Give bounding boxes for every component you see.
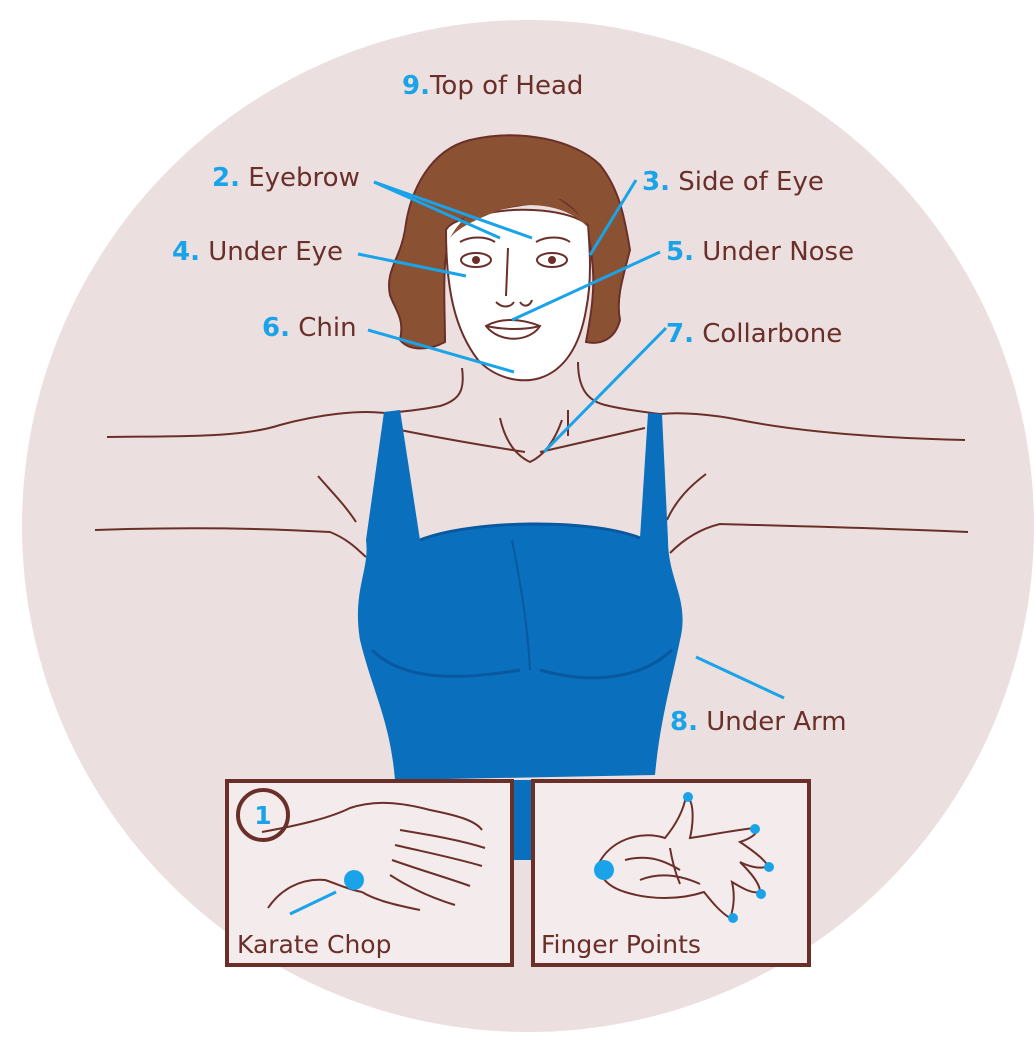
finger-point-wrist	[594, 860, 614, 880]
finger-point-ring	[756, 889, 766, 899]
label-collarbone: 7. Collarbone	[666, 319, 842, 349]
label-top-of-head-text: Top of Head	[429, 71, 583, 101]
karate-chop-caption: Karate Chop	[237, 930, 391, 959]
label-side-of-eye-text: Side of Eye	[670, 167, 824, 197]
label-under-nose: 5. Under Nose	[666, 237, 854, 267]
label-collarbone-text: Collarbone	[694, 319, 842, 349]
label-side-of-eye-number: 3.	[642, 167, 670, 197]
label-under-nose-text: Under Nose	[694, 237, 854, 267]
label-collarbone-number: 7.	[666, 319, 694, 349]
label-top-of-head-number: 9.	[402, 71, 430, 101]
finger-point-little	[728, 913, 738, 923]
label-chin-text: Chin	[290, 313, 357, 343]
right-pupil	[548, 256, 556, 264]
label-eyebrow: 2. Eyebrow	[212, 163, 360, 193]
label-chin-number: 6.	[262, 313, 290, 343]
label-under-arm-text: Under Arm	[698, 707, 847, 737]
label-under-eye-text: Under Eye	[200, 237, 343, 267]
label-chin: 6. Chin	[262, 313, 357, 343]
label-under-arm: 8. Under Arm	[670, 707, 847, 737]
karate-chop-badge-number: 1	[254, 801, 271, 830]
finger-points-caption: Finger Points	[541, 930, 701, 959]
karate-chop-panel: 1 Karate Chop	[227, 781, 512, 965]
label-under-eye: 4. Under Eye	[172, 237, 343, 267]
finger-point-thumb	[683, 792, 693, 802]
left-pupil	[472, 256, 480, 264]
label-under-eye-number: 4.	[172, 237, 200, 267]
label-under-arm-number: 8.	[670, 707, 698, 737]
label-top-of-head: 9.Top of Head	[402, 71, 583, 101]
finger-points-panel: Finger Points	[533, 781, 809, 965]
label-eyebrow-number: 2.	[212, 163, 240, 193]
label-eyebrow-text: Eyebrow	[240, 163, 360, 193]
label-under-nose-number: 5.	[666, 237, 694, 267]
label-side-of-eye: 3. Side of Eye	[642, 167, 824, 197]
finger-point-index	[750, 824, 760, 834]
finger-point-middle	[764, 862, 774, 872]
karate-chop-point	[344, 870, 364, 890]
